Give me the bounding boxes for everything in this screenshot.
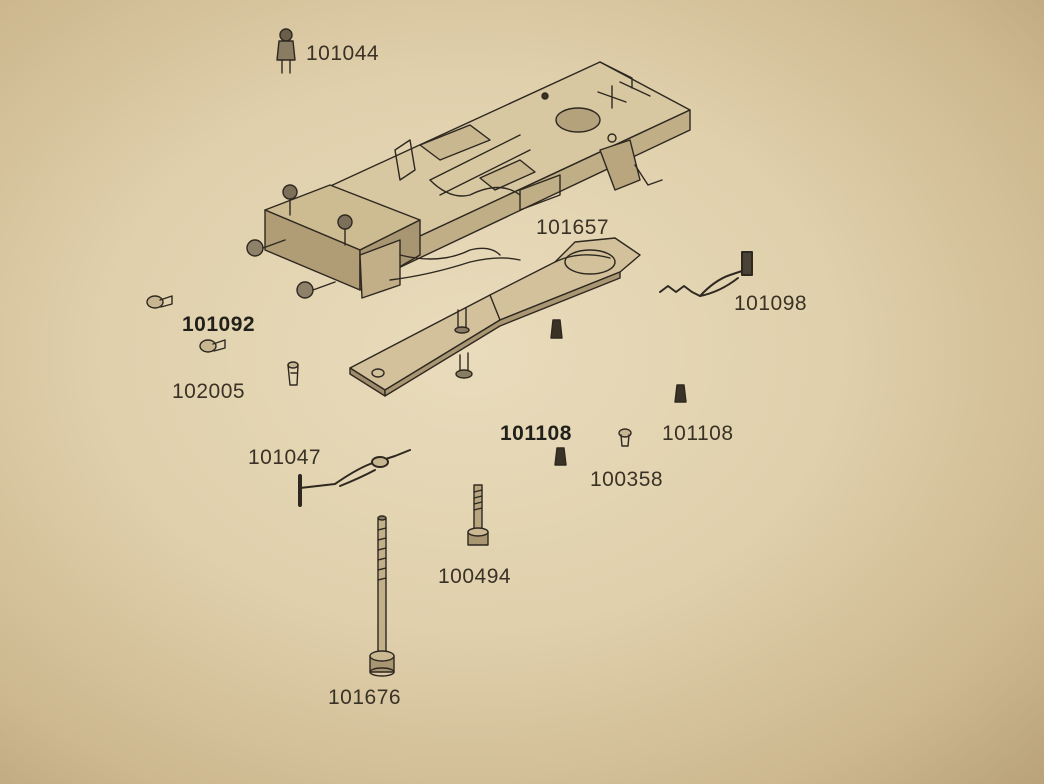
part-101657-drawing (349, 237, 641, 397)
label-101676: 101676 (328, 686, 402, 709)
part-100358-drawing (618, 428, 632, 447)
part-100494-drawing (467, 484, 489, 546)
motor-block-drawing (246, 179, 521, 299)
label-100358: 100358 (590, 468, 664, 491)
part-101108-drawing (550, 319, 687, 466)
part-101047-drawing (298, 449, 411, 507)
label-101047: 101047 (248, 446, 322, 469)
label-101108-right: 101108 (662, 422, 734, 445)
label-102005: 102005 (172, 380, 246, 403)
part-101676-drawing (369, 515, 395, 677)
label-101092: 101092 (182, 313, 256, 336)
label-101657: 101657 (536, 216, 610, 239)
chassis-frame-drawing (299, 61, 691, 273)
part-101098-drawing (659, 251, 753, 297)
part-102005-drawing (287, 361, 299, 386)
part-101092-drawing (146, 295, 226, 353)
label-101098: 101098 (734, 292, 808, 315)
label-100494: 100494 (438, 565, 512, 588)
part-101044-drawing (276, 28, 296, 74)
label-101044: 101044 (306, 42, 380, 65)
label-101108-left: 101108 (500, 422, 572, 445)
